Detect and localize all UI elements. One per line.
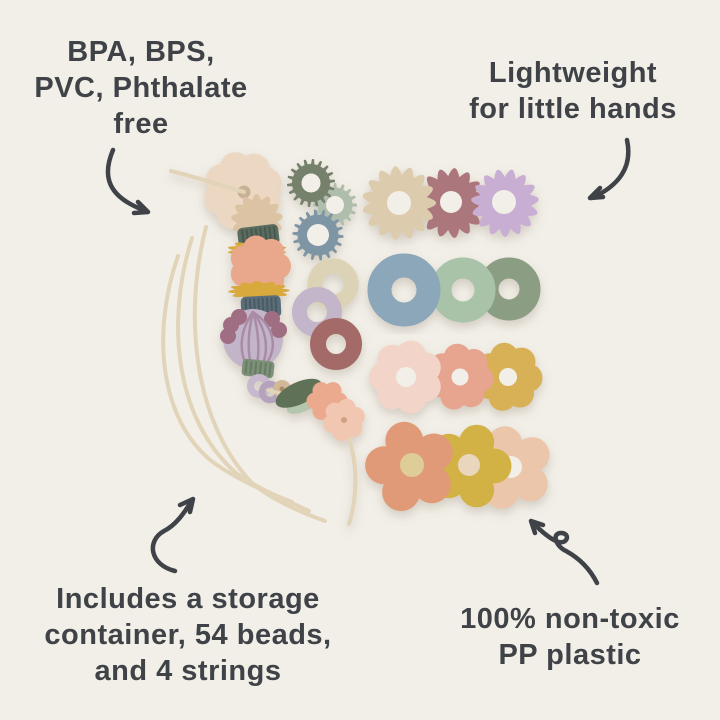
- bead-hole: [492, 190, 516, 214]
- saucer-dark: [275, 378, 322, 408]
- bead-flower-cream: [204, 152, 282, 230]
- flower-petal: [459, 424, 495, 460]
- claim-line: BPA, BPS,: [67, 36, 215, 68]
- puffy-flower-beads: [369, 340, 543, 414]
- flower-petal: [514, 363, 543, 392]
- bead-hole: [307, 224, 329, 246]
- lacing-strings: [161, 225, 327, 523]
- shell-plum-scallops: [220, 309, 287, 344]
- bead-hole: [396, 367, 416, 387]
- daisy-disc-beads: [362, 166, 539, 240]
- flower-petal: [459, 472, 495, 508]
- flower-petal: [377, 379, 408, 410]
- arrow-top-right: [587, 137, 631, 201]
- claim-line: 100% non-toxic: [460, 603, 680, 635]
- claim-contents: Includes a storage container, 54 beads, …: [44, 581, 331, 689]
- bead-puffy-salmon: [427, 343, 494, 410]
- cylinder-ribs: [244, 297, 278, 317]
- shell-pleats: [240, 310, 274, 370]
- scallop: [231, 309, 247, 325]
- donut-beads: [367, 253, 541, 327]
- bead-ring-mauve: [310, 318, 362, 370]
- claim-line: for little hands: [469, 93, 677, 125]
- bead-hole: [326, 196, 344, 214]
- flower-petal: [457, 380, 485, 408]
- small-ring-beads: [292, 258, 362, 370]
- bead-hole: [301, 173, 321, 193]
- bead-donut-green: [430, 257, 496, 323]
- bead-hole: [458, 454, 480, 476]
- bead-hole: [387, 191, 411, 215]
- lacing-string: [192, 225, 327, 523]
- claim-line: container, 54 beads,: [44, 619, 332, 651]
- claim-line: PP plastic: [498, 639, 642, 671]
- claim-line: PVC, Phthalate: [34, 72, 248, 104]
- gear-beads: [287, 159, 357, 261]
- claim-line: free: [113, 108, 169, 140]
- lacing-string-threaded: [342, 426, 358, 526]
- bead-hole: [400, 453, 424, 477]
- claim-chemical-free: BPA, BPS, PVC, Phthalate free: [34, 34, 247, 142]
- bead-cylinder-sage: [241, 358, 275, 379]
- arrow-top-left: [105, 147, 151, 216]
- scallop: [271, 322, 287, 338]
- lacing-string: [176, 236, 311, 513]
- flat-flower-beads: [365, 421, 550, 512]
- claim-non-toxic: 100% non-toxic PP plastic: [460, 601, 680, 673]
- claim-lightweight: Lightweight for little hands: [469, 55, 677, 127]
- bead-flat-flower-terracotta: [365, 421, 453, 512]
- bead-hole: [440, 191, 462, 213]
- cylinder-ribs: [244, 360, 272, 377]
- claim-line: Includes a storage: [56, 583, 320, 615]
- bead-hole: [499, 368, 517, 386]
- arrow-bottom-left: [150, 496, 196, 574]
- flower-petal: [248, 254, 272, 278]
- claim-line: and 4 strings: [94, 655, 282, 687]
- bead-shell-lavender: [220, 309, 287, 370]
- bead-donut-blue: [367, 253, 441, 327]
- bead-hole: [341, 417, 347, 423]
- arrow-bottom-right: [528, 518, 600, 586]
- annotation-arrows: [105, 137, 631, 586]
- claim-line: Lightweight: [488, 57, 658, 89]
- bead-flower-peach-cluster: [230, 235, 291, 297]
- bead-hole: [451, 368, 469, 386]
- lacing-string-threaded: [169, 169, 246, 194]
- threaded-bead-string: [169, 152, 365, 526]
